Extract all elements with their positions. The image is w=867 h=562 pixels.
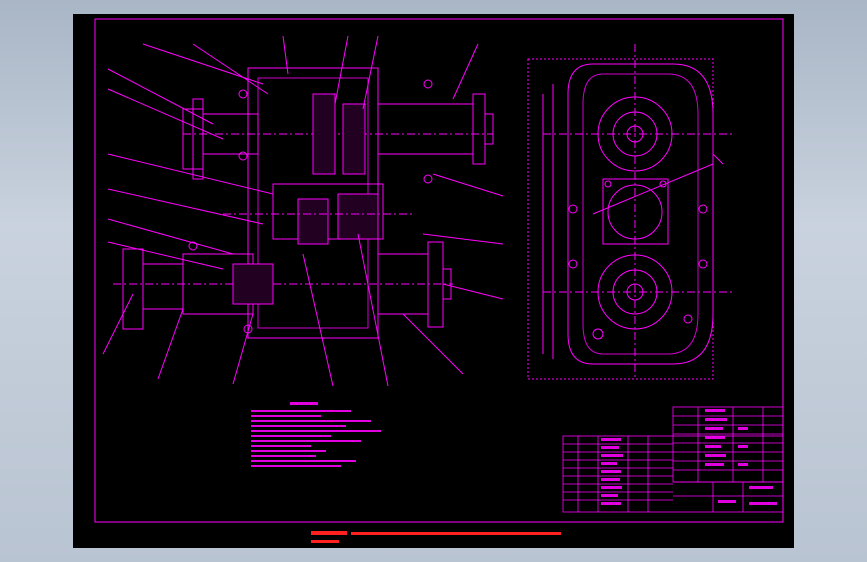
- side-view: [527, 44, 733, 380]
- footer-note: [311, 531, 561, 543]
- section-view: [102, 35, 504, 387]
- title-block-fill: [601, 438, 777, 505]
- technical-notes: [251, 402, 381, 467]
- parts-table-upper-fill: [705, 409, 748, 466]
- parts-table-upper: [672, 406, 784, 483]
- title-block: [562, 435, 784, 513]
- cad-drawing-canvas[interactable]: [73, 14, 794, 548]
- assembly-drawing: [94, 18, 784, 543]
- drawing-border: [94, 18, 784, 523]
